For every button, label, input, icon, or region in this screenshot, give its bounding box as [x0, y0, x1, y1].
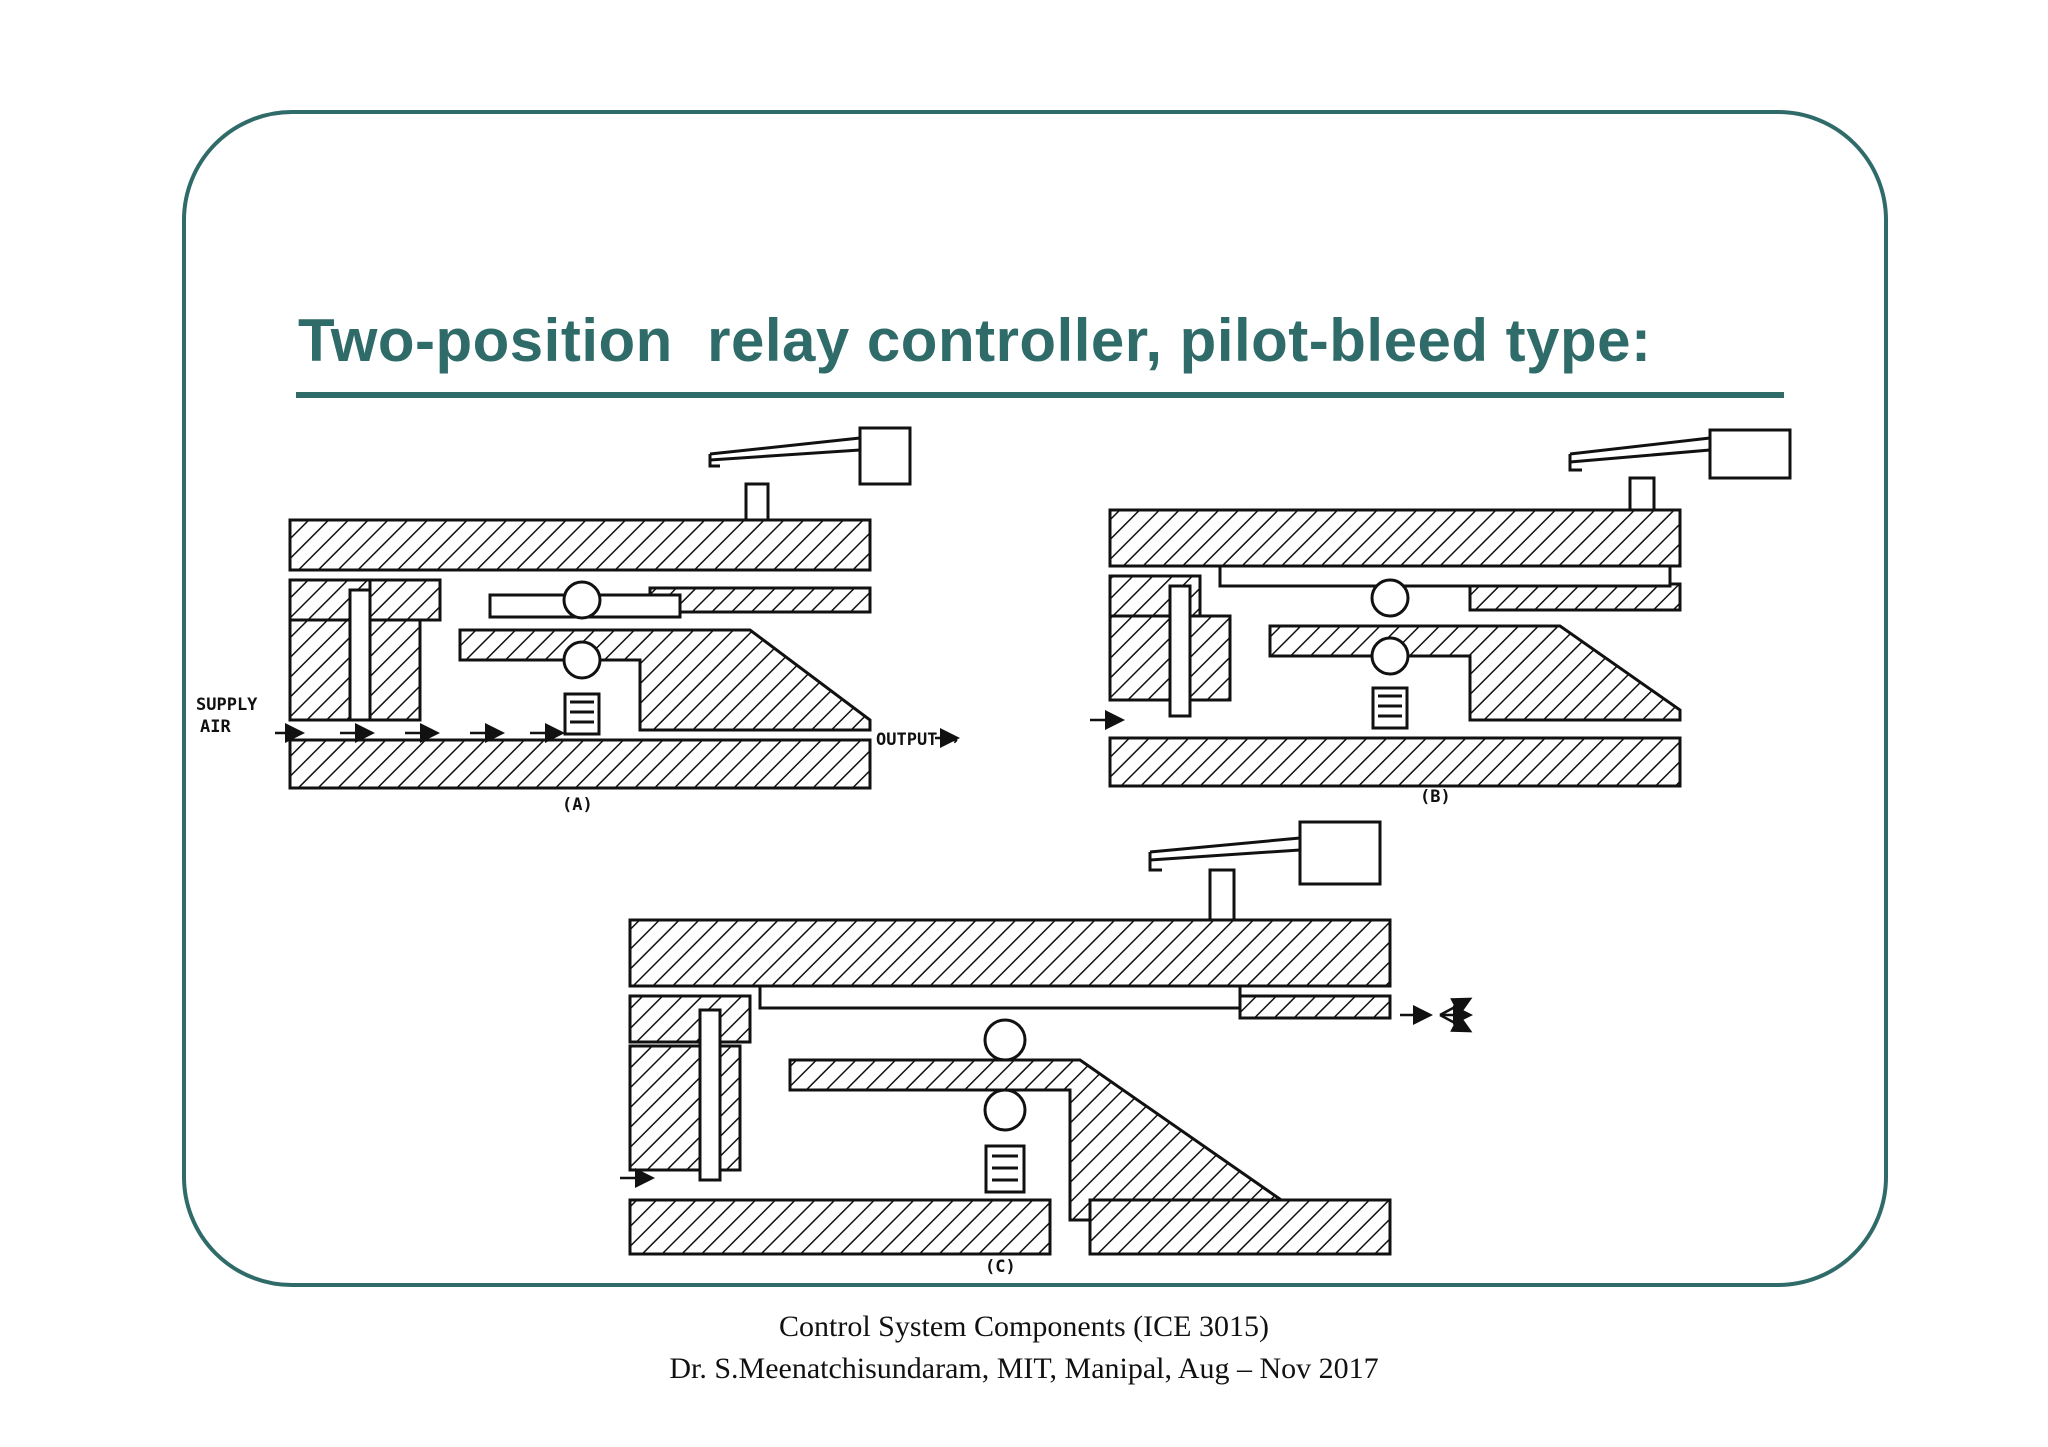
supply-air-label-1: SUPPLY	[196, 695, 258, 715]
relay-diagram-c: (C)	[620, 820, 1473, 1277]
output-label: OUTPUT →	[876, 730, 958, 750]
relay-diagram-a: SUPPLY AIR OUTPUT → (A)	[196, 426, 960, 815]
title-underline	[296, 392, 1784, 398]
footer-author: Dr. S.Meenatchisundaram, MIT, Manipal, A…	[669, 1352, 1379, 1385]
caption-c: (C)	[985, 1257, 1016, 1277]
slide-title: Two-position relay controller, pilot-ble…	[298, 307, 1652, 374]
relay-diagram-b: (B)	[1090, 428, 1792, 807]
caption-a: (A)	[562, 795, 593, 815]
slide-frame	[182, 110, 1888, 1287]
supply-air-label-2: AIR	[200, 717, 231, 737]
caption-b: (B)	[1420, 787, 1451, 807]
footer-course: Control System Components (ICE 3015)	[779, 1310, 1269, 1343]
